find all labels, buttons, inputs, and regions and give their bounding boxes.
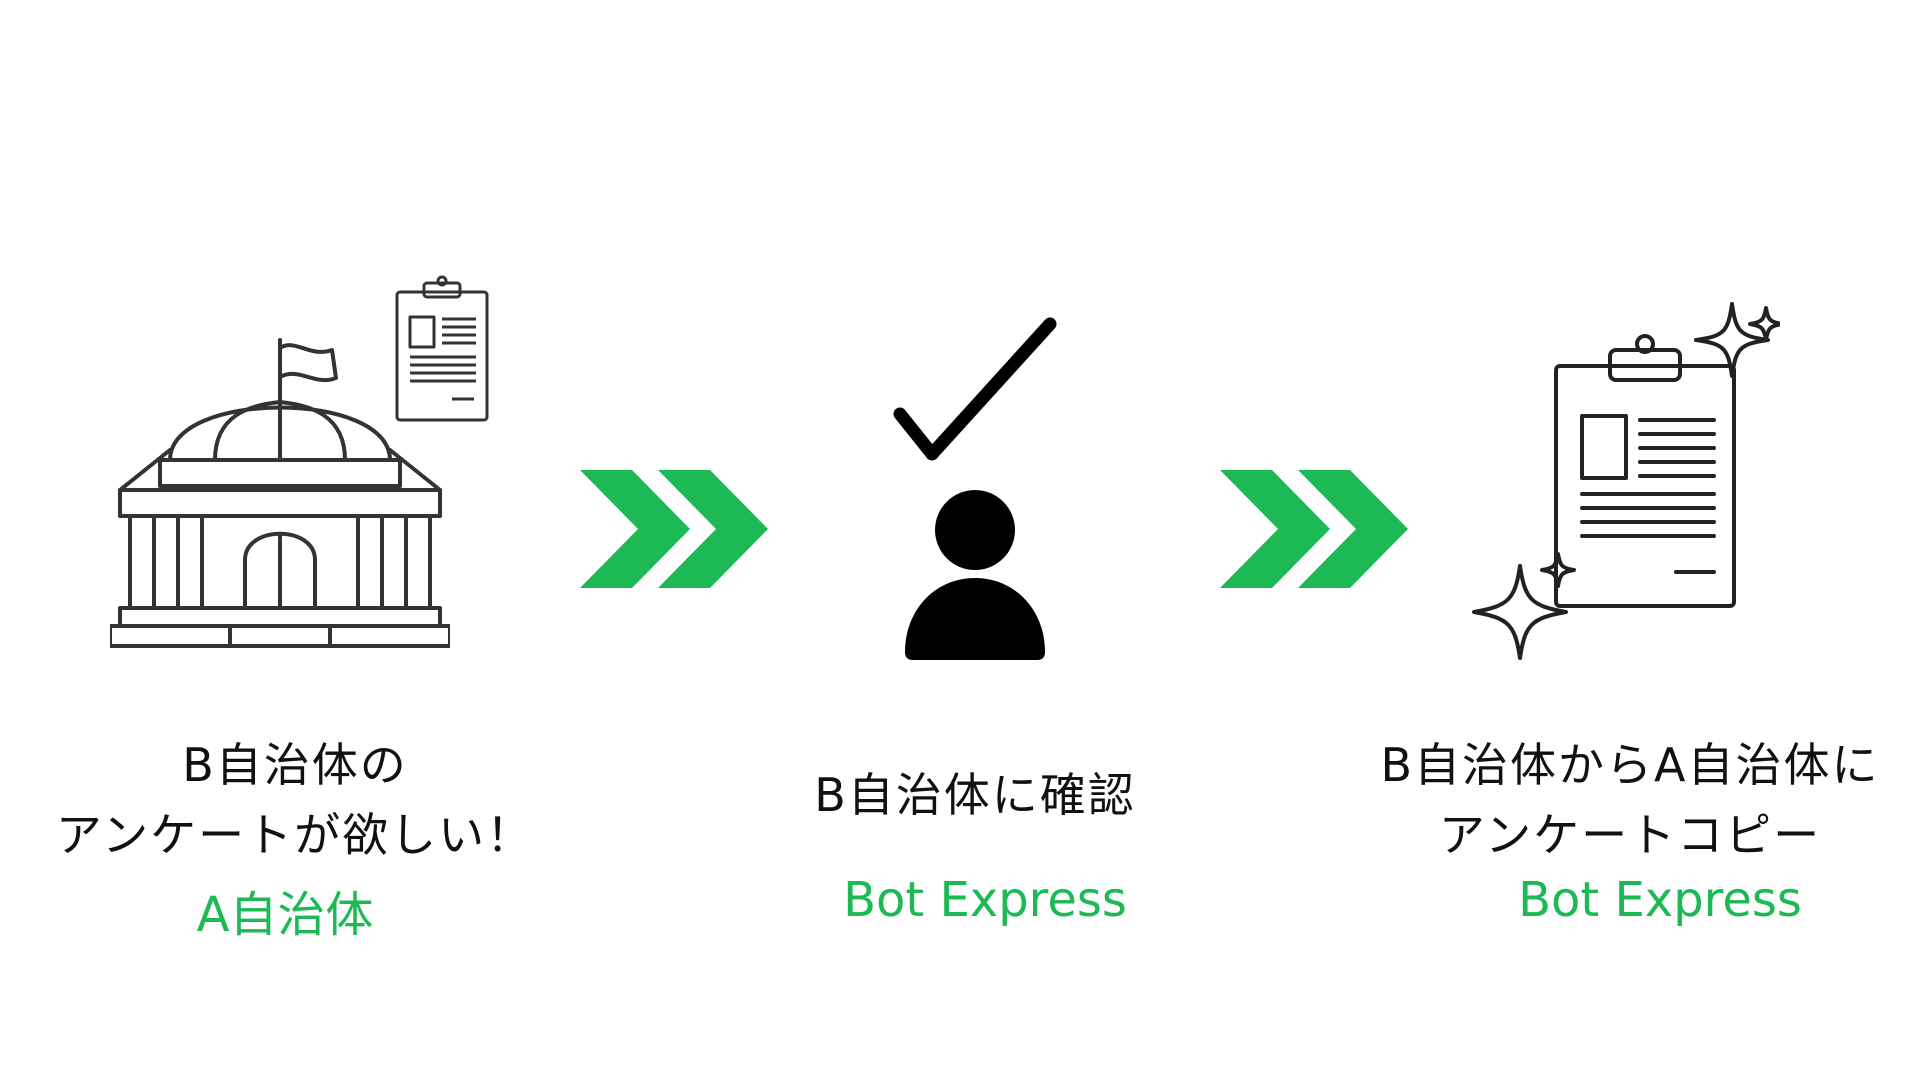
step-3-caption: B自治体からA自治体に アンケートコピー bbox=[1340, 730, 1920, 870]
step-2-caption-line-1: B自治体に確認 bbox=[814, 768, 1136, 822]
step-2-actor: Bot Express bbox=[843, 872, 1127, 928]
step-1-caption-line-1: B自治体の bbox=[182, 738, 408, 792]
step-1-caption-line-2: アンケートが欲しい！ bbox=[55, 808, 535, 862]
person-icon bbox=[905, 490, 1045, 660]
checkmark-icon bbox=[893, 317, 1057, 461]
step-2-caption: B自治体に確認 bbox=[690, 760, 1260, 830]
double-chevron-right-icon bbox=[580, 470, 768, 588]
double-chevron-right-icon bbox=[1220, 470, 1408, 588]
step-1-caption: B自治体の アンケートが欲しい！ bbox=[0, 730, 590, 870]
step-3-actor: Bot Express bbox=[1518, 872, 1802, 928]
clipboard-sparkle-icon bbox=[1472, 302, 1780, 660]
step-3-caption-line-1: B自治体からA自治体に bbox=[1380, 738, 1880, 792]
clipboard-icon bbox=[395, 275, 489, 422]
step-3-caption-line-2: アンケートコピー bbox=[1438, 808, 1822, 862]
step-1-actor: A自治体 bbox=[196, 887, 374, 943]
government-building-icon bbox=[110, 338, 450, 648]
